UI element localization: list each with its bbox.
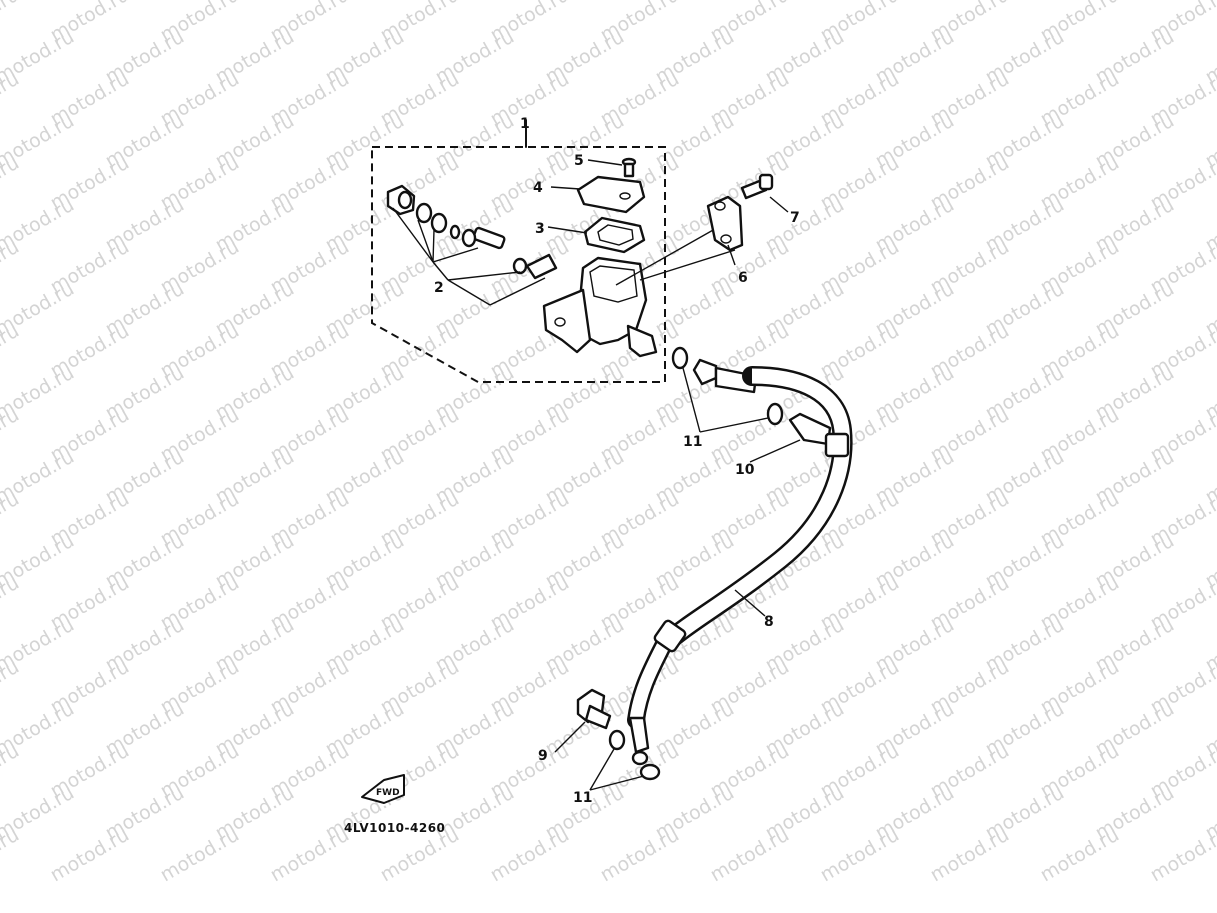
assembly-box bbox=[371, 146, 666, 383]
callout-11-upper: 11 bbox=[683, 434, 702, 450]
callout-3: 3 bbox=[535, 221, 545, 237]
callout-4: 4 bbox=[533, 180, 543, 196]
watermark-text: motod.ru bbox=[1147, 824, 1217, 887]
watermark-text: motod.ru bbox=[0, 0, 23, 46]
callout-1: 1 bbox=[520, 116, 530, 132]
washer-upper-2 bbox=[766, 402, 784, 426]
master-cylinder-body bbox=[542, 256, 658, 358]
callout-11-lower: 11 bbox=[573, 790, 592, 806]
washer-lower-2 bbox=[639, 763, 661, 781]
callout-5: 5 bbox=[574, 153, 584, 169]
watermark-text: motod.ru bbox=[927, 824, 1013, 887]
reservoir-diaphragm bbox=[583, 216, 646, 254]
callout-6: 6 bbox=[738, 270, 748, 286]
watermark-text: motod.ru bbox=[597, 824, 683, 887]
callout-leaders bbox=[547, 159, 801, 791]
callout-9: 9 bbox=[538, 748, 548, 764]
reservoir-link-line-2 bbox=[639, 249, 736, 281]
washer-upper-1 bbox=[671, 346, 689, 370]
watermark-text: motod.ru bbox=[267, 824, 353, 887]
watermark-text: motod.ru bbox=[1037, 824, 1123, 887]
callout-2: 2 bbox=[434, 280, 444, 296]
watermark-text: motod.ru bbox=[47, 824, 133, 887]
forward-direction-badge: FWD bbox=[361, 774, 405, 804]
union-bolt-9 bbox=[576, 688, 612, 730]
callout-2-leaders bbox=[392, 207, 546, 306]
holder-bolt bbox=[740, 173, 774, 200]
watermark-layer: motod.ru motod.ru motod.ru motod.ru motod.ru… bbox=[0, 0, 1217, 886]
washer-lower-1 bbox=[608, 729, 626, 751]
drawing-code: 4LV1010-4260 bbox=[344, 821, 445, 835]
piston-kit bbox=[386, 184, 558, 280]
callout-7: 7 bbox=[790, 210, 800, 226]
union-bolt-10 bbox=[788, 412, 832, 446]
watermark-text: motod.ru bbox=[157, 824, 243, 887]
reservoir-link-line bbox=[615, 224, 723, 286]
forward-label: FWD bbox=[376, 788, 400, 798]
reservoir-screw bbox=[621, 157, 637, 178]
handlebar-holder bbox=[706, 195, 744, 252]
callout-8: 8 bbox=[764, 614, 774, 630]
watermark-text: motod.ru bbox=[817, 824, 903, 887]
reservoir-cap bbox=[576, 175, 646, 214]
watermark-text: motod.ru bbox=[707, 824, 793, 887]
callout-10: 10 bbox=[735, 462, 755, 478]
watermark-text: motod.ru bbox=[487, 824, 573, 887]
brake-hose bbox=[627, 366, 853, 766]
